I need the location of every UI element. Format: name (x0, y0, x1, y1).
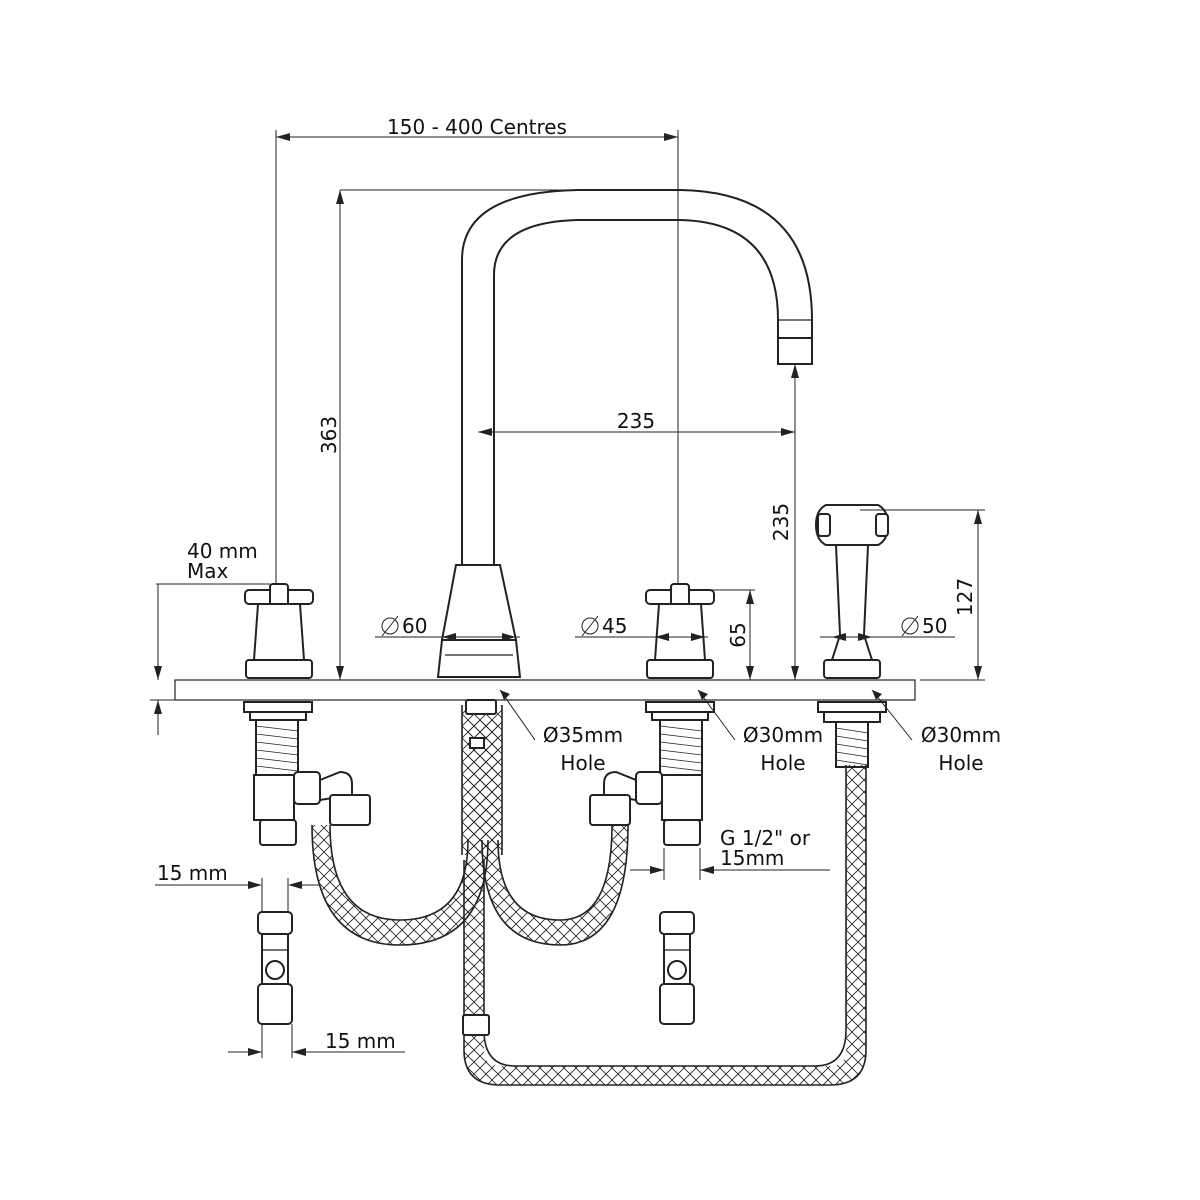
label-height-65: 65 (726, 622, 750, 647)
braided-hoses (311, 699, 867, 1086)
isolation-valve-right (659, 911, 695, 1025)
label-height-127: 127 (953, 578, 977, 616)
label-centres: 150 - 400 Centres (387, 115, 567, 139)
right-cross-handle-valve (589, 583, 715, 846)
label-height-363: 363 (317, 416, 341, 454)
label-pipe-15-top: 15 mm (157, 861, 228, 885)
label-hole-35: Ø35mm (543, 723, 623, 747)
label-max-line1: 40 mm (187, 539, 258, 563)
label-dia-45: 45 (602, 614, 627, 638)
label-hole-word-c: Hole (938, 751, 983, 775)
label-max-line2: Max (187, 559, 229, 583)
label-spout-height-235: 235 (769, 503, 793, 541)
label-hole-30-b: Ø30mm (921, 723, 1001, 747)
label-pipe-15-bottom: 15 mm (325, 1029, 396, 1053)
isolation-valve-left (257, 911, 293, 1025)
left-cross-handle-valve (243, 583, 371, 846)
label-dia-50: 50 (922, 614, 947, 638)
label-hole-word-a: Hole (560, 751, 605, 775)
label-dia-60: 60 (402, 614, 427, 638)
dimension-lines (150, 130, 985, 1058)
label-hole-word-b: Hole (760, 751, 805, 775)
diameter-symbols (381, 615, 919, 637)
label-thread-line2: 15mm (720, 846, 784, 870)
spray-handset (814, 504, 890, 768)
worktop (174, 679, 916, 701)
label-reach-235: 235 (617, 409, 655, 433)
label-hole-30-a: Ø30mm (743, 723, 823, 747)
spout (436, 189, 813, 678)
label-thread-line1: G 1/2" or (720, 826, 811, 850)
